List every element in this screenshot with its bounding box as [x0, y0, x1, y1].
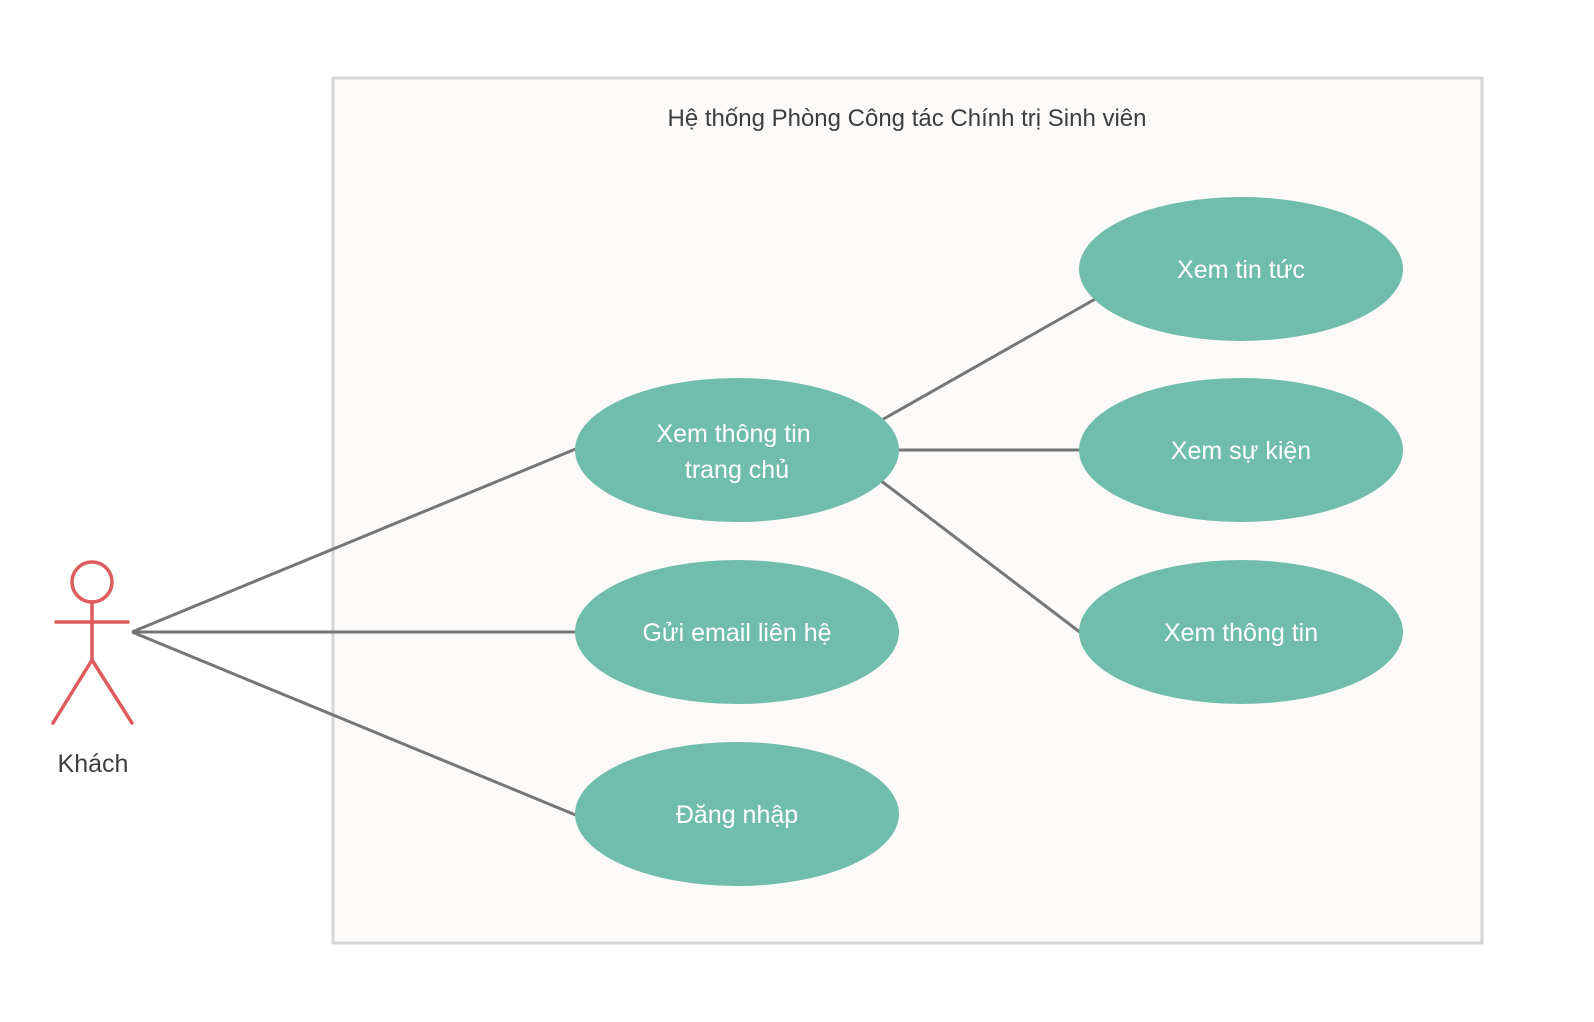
usecase-login-label: Đăng nhập: [676, 801, 798, 829]
actor-left-leg: [51, 658, 94, 725]
actor-label: Khách: [58, 750, 129, 778]
usecase-home[interactable]: Xem thông tin trang chủ: [575, 378, 899, 522]
usecase-email[interactable]: Gửi email liên hệ: [575, 560, 899, 704]
actor-guest[interactable]: Khách: [51, 560, 134, 778]
usecase-news[interactable]: Xem tin tức: [1079, 197, 1403, 341]
usecase-events[interactable]: Xem sự kiện: [1079, 378, 1403, 522]
svg-text:Xem thông tin trang chủ: Xem thông tin trang chủ: [656, 420, 817, 484]
usecase-events-label: Xem sự kiện: [1171, 437, 1311, 465]
usecase-email-label: Gửi email liên hệ: [642, 619, 831, 647]
association-actor-home: [131, 446, 579, 634]
usecase-news-label: Xem tin tức: [1177, 256, 1305, 284]
actor-head: [70, 560, 114, 604]
association-actor-login: [131, 630, 579, 818]
association-home-news: [879, 296, 1098, 423]
usecase-home-line1: Xem thông tin: [656, 420, 810, 448]
association-home-info: [879, 478, 1082, 635]
usecase-login[interactable]: Đăng nhập: [575, 742, 899, 886]
system-title: Hệ thống Phòng Công tác Chính trị Sinh v…: [668, 105, 1147, 132]
usecase-home-line2: trang chủ: [685, 456, 789, 484]
usecase-info[interactable]: Xem thông tin: [1079, 560, 1403, 704]
usecase-info-label: Xem thông tin: [1164, 619, 1318, 647]
actor-right-leg: [90, 658, 134, 725]
